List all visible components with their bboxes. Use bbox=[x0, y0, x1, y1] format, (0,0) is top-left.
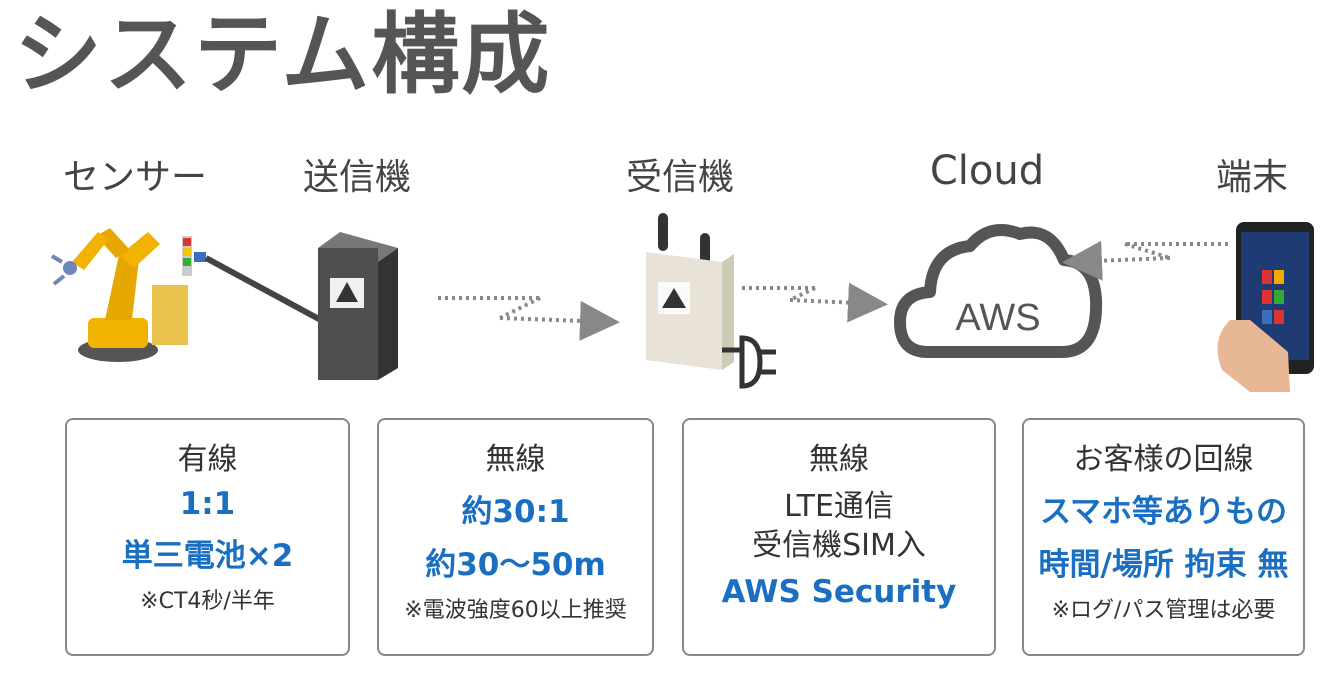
box-highlight: AWS Security bbox=[721, 574, 957, 610]
smartphone-icon bbox=[1217, 222, 1314, 392]
box-note: ※電波強度60以上推奨 bbox=[404, 598, 627, 623]
wireless-arrow-icon bbox=[742, 282, 888, 323]
cloud-icon bbox=[894, 224, 1103, 358]
page-title: システム構成 bbox=[14, 3, 552, 106]
box-highlight: 単三電池×2 bbox=[121, 538, 294, 574]
box-note: ※ログ/パス管理は必要 bbox=[1051, 598, 1276, 623]
info-box-customer-line: お客様の回線 スマホ等ありもの 時間/場所 拘束 無 ※ログ/パス管理は必要 bbox=[1022, 418, 1305, 656]
box-heading: 有線 bbox=[177, 442, 238, 477]
power-plug-icon bbox=[722, 335, 776, 389]
wireless-arrow-icon bbox=[438, 296, 620, 341]
box-note: ※CT4秒/半年 bbox=[140, 589, 275, 614]
cloud-badge: AWS bbox=[955, 297, 1040, 339]
label-receiver: 受信機 bbox=[625, 157, 734, 198]
box-highlight: スマホ等ありもの bbox=[1039, 494, 1288, 530]
info-box-lte: 無線 LTE通信 受信機SIM入 AWS Security bbox=[682, 418, 996, 656]
box-highlight: 約30～50m bbox=[425, 547, 606, 583]
robot-arm-icon bbox=[50, 228, 206, 362]
box-highlight: 時間/場所 拘束 無 bbox=[1038, 547, 1289, 583]
transmitter-box-icon bbox=[318, 232, 398, 380]
box-text: LTE通信 bbox=[784, 489, 894, 524]
box-highlight: 1:1 bbox=[179, 486, 236, 522]
box-heading: 無線 bbox=[485, 442, 546, 477]
box-heading: お客様の回線 bbox=[1073, 442, 1254, 477]
label-transmitter: 送信機 bbox=[302, 157, 411, 198]
info-box-wireless: 無線 約30:1 約30～50m ※電波強度60以上推奨 bbox=[377, 418, 654, 656]
box-heading: 無線 bbox=[809, 442, 869, 477]
wireless-arrow-icon bbox=[1062, 240, 1228, 281]
box-highlight: 約30:1 bbox=[461, 494, 570, 530]
receiver-device-icon bbox=[646, 213, 734, 370]
box-text: 受信機SIM入 bbox=[752, 528, 926, 563]
sensor-cable bbox=[204, 255, 332, 328]
label-terminal: 端末 bbox=[1215, 157, 1288, 198]
info-box-wired: 有線 1:1 単三電池×2 ※CT4秒/半年 bbox=[65, 418, 350, 656]
label-cloud: Cloud bbox=[929, 148, 1045, 194]
label-sensor: センサー bbox=[62, 157, 207, 198]
